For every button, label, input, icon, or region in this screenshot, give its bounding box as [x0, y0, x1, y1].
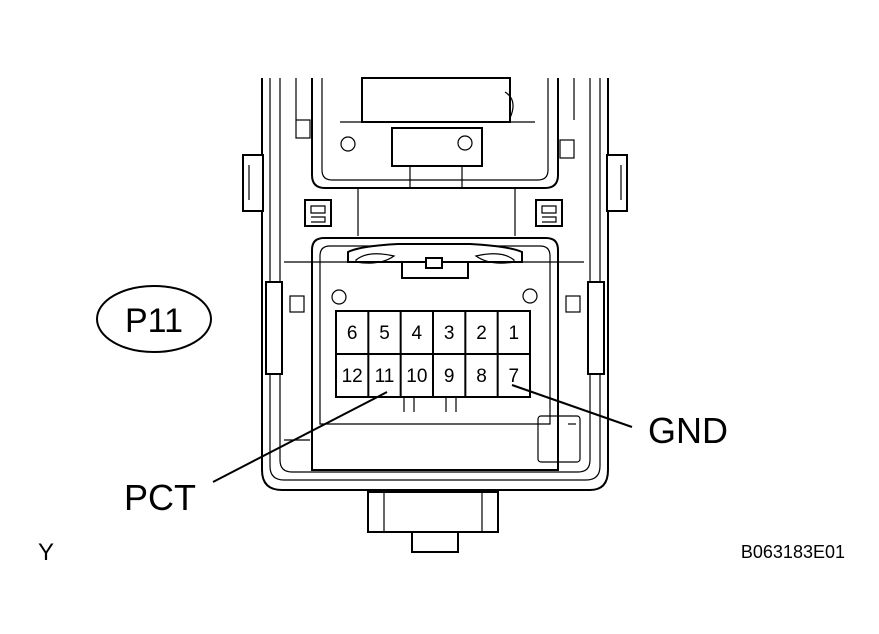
- pin-10: 10: [406, 366, 427, 387]
- bottom-plug: [367, 491, 499, 553]
- pin-3: 3: [444, 323, 455, 344]
- gnd-label: GND: [648, 410, 728, 451]
- pin-2: 2: [476, 323, 487, 344]
- gnd-leader-line: [511, 384, 633, 428]
- pin-4: 4: [412, 323, 423, 344]
- pin-5: 5: [379, 323, 390, 344]
- pct-label: PCT: [124, 477, 196, 518]
- connector-id-badge: P11: [96, 285, 212, 353]
- connector-body: [311, 237, 581, 471]
- switch-housing: [242, 78, 628, 491]
- connector-id: P11: [125, 302, 183, 340]
- pct-leader-line: [212, 391, 388, 483]
- pin-6: 6: [347, 323, 358, 344]
- pin-12: 12: [342, 366, 363, 387]
- pin-1: 1: [509, 323, 520, 344]
- pin-11: 11: [375, 366, 395, 387]
- view-label: Y: [38, 539, 54, 566]
- top-mechanism: [295, 77, 575, 236]
- pin-8: 8: [476, 366, 487, 387]
- pin-7: 7: [509, 366, 520, 387]
- figure-code: B063183E01: [741, 542, 845, 562]
- pin-9: 9: [444, 366, 455, 387]
